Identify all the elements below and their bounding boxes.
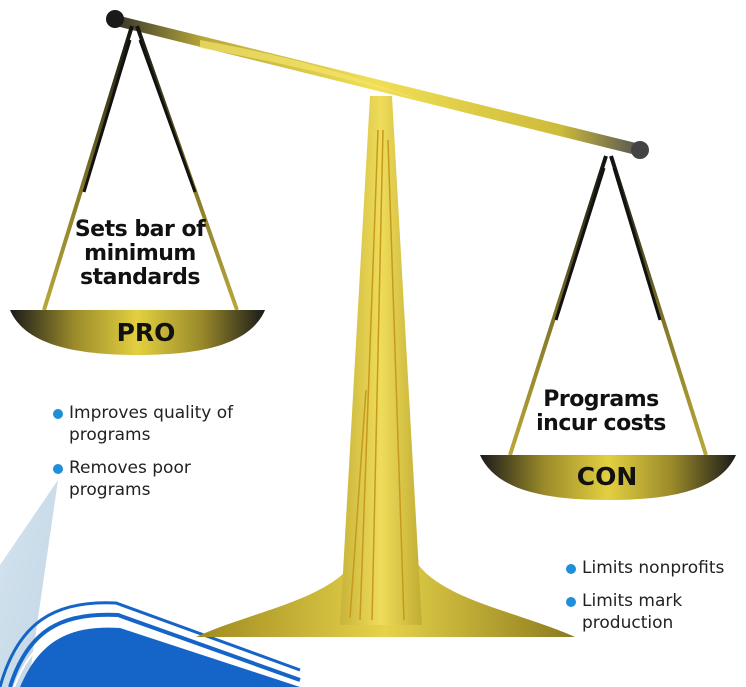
beam-end-left (106, 10, 124, 28)
list-item: Removes poor programs (53, 457, 273, 501)
background-panel (0, 480, 58, 687)
list-item: Improves quality of programs (53, 402, 273, 446)
con-pan (480, 455, 736, 500)
con-bullet-text: Limits mark production (582, 591, 683, 633)
list-item: Limits nonprofits (566, 557, 746, 579)
pro-bullet-list: Improves quality of programs Removes poo… (53, 402, 273, 512)
pro-bullet-text: Improves quality of programs (69, 403, 234, 445)
pro-pan-ropes (42, 25, 239, 311)
bullet-dot-icon (53, 464, 63, 474)
pro-pan-text: Sets bar of minimum standards (74, 217, 206, 290)
bullet-dot-icon (53, 409, 63, 419)
pro-pan (10, 310, 265, 355)
bullet-dot-icon (566, 597, 576, 607)
beam-end-right (631, 141, 649, 159)
list-item: Limits mark production (566, 590, 746, 634)
post-grain-lines (349, 129, 405, 621)
blue-swoosh-decoration (0, 601, 301, 687)
con-bullet-text: Limits nonprofits (582, 558, 725, 578)
con-tag: CON (576, 462, 638, 491)
scale-post (340, 96, 422, 625)
con-pan-ropes (508, 155, 708, 456)
pro-tag: PRO (116, 318, 176, 347)
bullet-dot-icon (566, 564, 576, 574)
con-pan-text: Programs incur costs (536, 387, 666, 436)
con-bullet-list: Limits nonprofits Limits mark production (566, 557, 746, 645)
pro-bullet-text: Removes poor programs (69, 458, 191, 500)
